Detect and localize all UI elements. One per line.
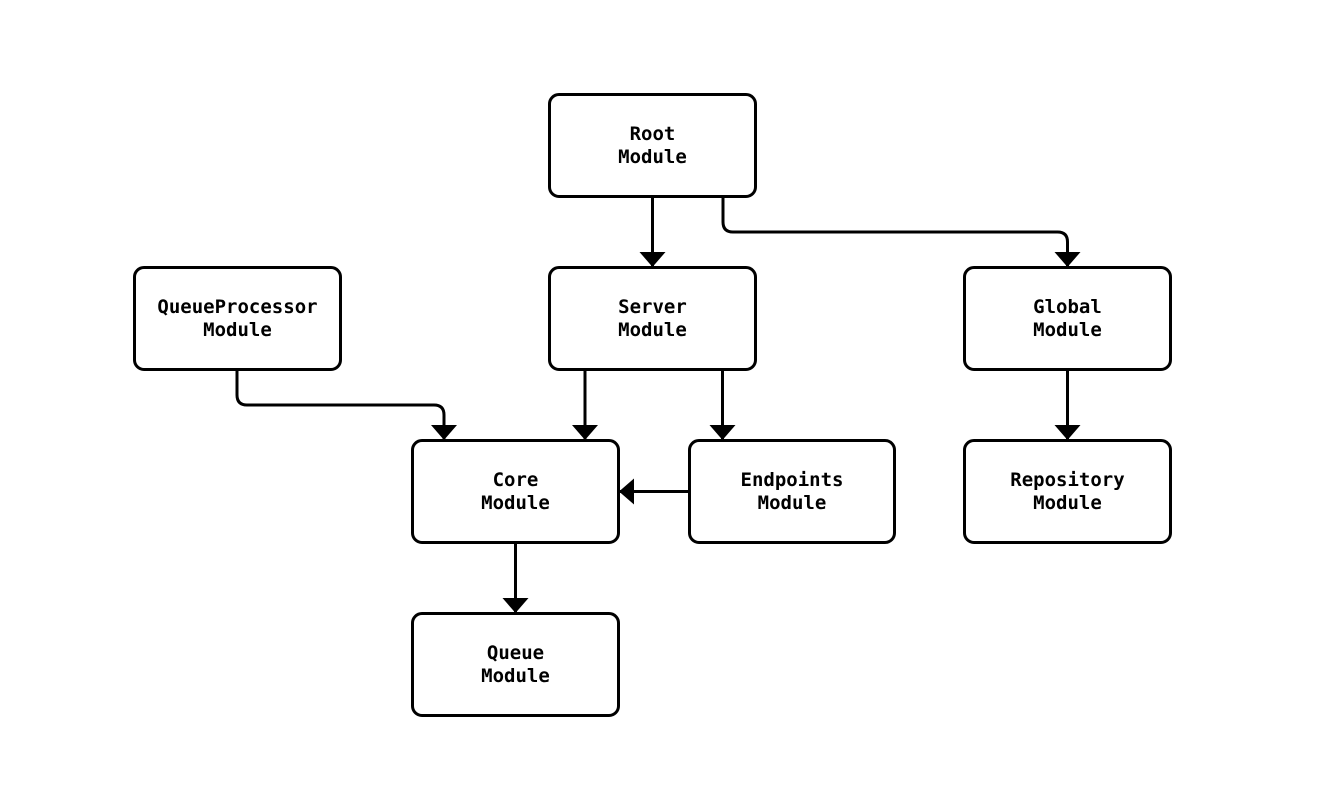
node-server: Server Module — [548, 266, 757, 371]
node-label-endpoints: Endpoints Module — [740, 468, 844, 514]
node-label-core: Core Module — [481, 468, 550, 514]
node-label-repository: Repository Module — [1010, 468, 1125, 514]
node-queue: Queue Module — [411, 612, 620, 717]
node-core: Core Module — [411, 439, 620, 544]
node-endpoints: Endpoints Module — [688, 439, 896, 544]
edge-queueprocessor-to-core — [235, 371, 457, 440]
node-label-queue: Queue Module — [481, 641, 550, 687]
edge-root-to-global — [721, 198, 1081, 267]
edges-group — [235, 198, 1081, 613]
node-global: Global Module — [963, 266, 1172, 371]
node-label-root: Root Module — [618, 122, 687, 168]
node-label-server: Server Module — [618, 295, 687, 341]
node-label-queueprocessor: QueueProcessor Module — [157, 295, 318, 341]
node-repository: Repository Module — [963, 439, 1172, 544]
node-label-global: Global Module — [1033, 295, 1102, 341]
node-root: Root Module — [548, 93, 757, 198]
node-queueprocessor: QueueProcessor Module — [133, 266, 342, 371]
